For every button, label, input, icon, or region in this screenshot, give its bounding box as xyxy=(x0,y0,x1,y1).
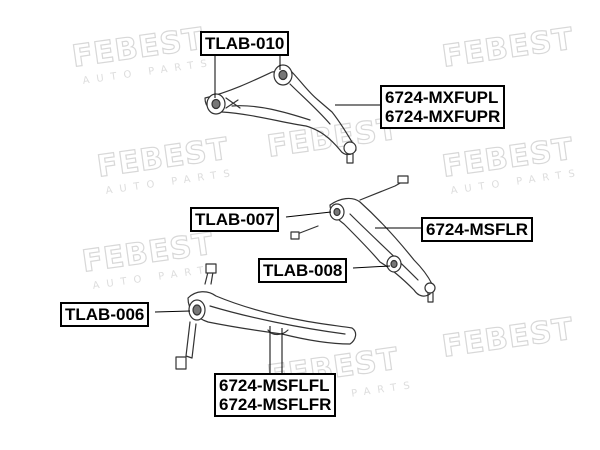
tlab-008-label[interactable]: TLAB-008 xyxy=(258,258,348,283)
tlab-008-text: TLAB-008 xyxy=(263,261,343,280)
tlab-006-text: TLAB-006 xyxy=(65,305,145,324)
part-number-left: 6724-MSFLFL xyxy=(219,376,330,395)
rear-arm-part-label[interactable]: 6724-MSFLR xyxy=(421,217,534,242)
tlab-010-text: TLAB-010 xyxy=(205,34,285,53)
upper-arm-part-label[interactable]: 6724-MXFUPL 6724-MXFUPR xyxy=(380,85,506,129)
tlab-010-label[interactable]: TLAB-010 xyxy=(200,31,290,56)
part-number: 6724-MSFLR xyxy=(426,220,529,239)
part-number-left: 6724-MXFUPL xyxy=(385,88,499,107)
upper-control-arm xyxy=(204,64,357,164)
part-number-right: 6724-MXFUPR xyxy=(385,107,501,126)
rear-lower-arm xyxy=(290,175,436,303)
tlab-006-label[interactable]: TLAB-006 xyxy=(60,302,150,327)
front-arm-part-label[interactable]: 6724-MSFLFL 6724-MSFLFR xyxy=(214,373,337,417)
tlab-007-label[interactable]: TLAB-007 xyxy=(190,207,280,232)
part-number-right: 6724-MSFLFR xyxy=(219,395,332,414)
tlab-007-text: TLAB-007 xyxy=(195,210,275,229)
front-lower-arm xyxy=(175,263,357,370)
leader-lines xyxy=(154,51,421,373)
